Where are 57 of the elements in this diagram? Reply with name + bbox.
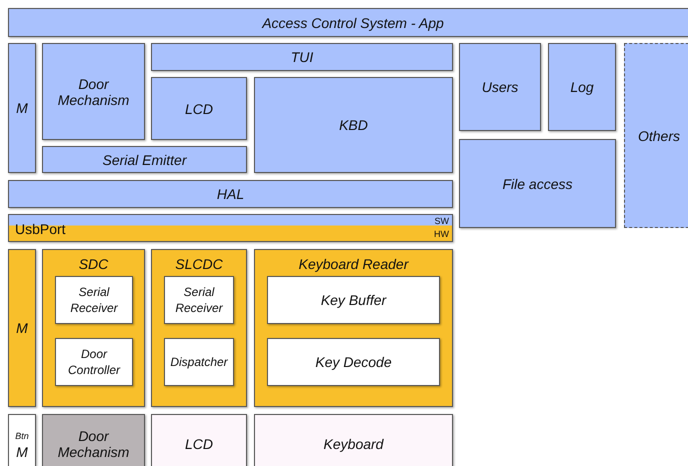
component-box <box>459 43 541 131</box>
component-box <box>254 77 453 173</box>
component-label: Door Mechanism <box>56 428 130 460</box>
button-tag: Btn <box>15 428 29 444</box>
component-box <box>151 77 247 140</box>
component-box <box>254 414 453 466</box>
component-box <box>548 43 616 131</box>
component-label: HAL <box>216 186 244 202</box>
component-group-box <box>151 249 247 407</box>
component-box <box>151 43 453 71</box>
component-label: File access <box>502 176 573 192</box>
component-label: Users <box>482 79 518 95</box>
component-label: SLCDC <box>175 256 223 272</box>
component-box <box>8 43 36 173</box>
component-box <box>42 414 145 466</box>
component-box <box>8 249 36 407</box>
component-box <box>42 43 145 140</box>
component-label: KBD <box>339 117 368 133</box>
component-label: Serial Emitter <box>102 152 187 168</box>
hardware-tag: HW <box>434 228 449 241</box>
component-box <box>8 414 36 466</box>
component-label: Keyboard Reader <box>298 256 408 272</box>
component-label: Access Control System - App <box>262 14 444 30</box>
component-label: Serial Receiver <box>69 284 119 316</box>
port-label: UsbPort <box>15 221 66 237</box>
component-label: M <box>16 320 28 336</box>
component-label: SDC <box>78 256 108 272</box>
component-label: LCD <box>184 436 213 452</box>
component-label: Door Controller <box>66 346 122 378</box>
component-label: Keyboard <box>324 436 384 452</box>
component-box <box>8 180 453 208</box>
software-tag: SW <box>434 215 449 228</box>
component-label: Key Buffer <box>320 292 386 308</box>
component-box <box>459 139 616 228</box>
component-label: Door Mechanism <box>56 76 130 108</box>
component-label: TUI <box>290 49 314 65</box>
component-box <box>8 8 688 37</box>
component-box <box>164 276 234 324</box>
component-box <box>624 43 688 228</box>
component-group-box <box>254 249 453 407</box>
component-label: Others <box>638 128 680 144</box>
component-group-box <box>42 249 145 407</box>
component-label: Key Decode <box>315 354 392 370</box>
component-label: Serial Receiver <box>174 284 224 316</box>
component-label: Log <box>570 79 594 95</box>
component-box <box>55 338 133 386</box>
component-box <box>151 414 247 466</box>
component-label: M <box>16 100 28 116</box>
port-band <box>8 214 453 242</box>
component-box <box>267 338 440 386</box>
component-label: LCD <box>184 100 213 116</box>
component-label: M <box>16 444 28 460</box>
component-label: Dispatcher <box>170 354 228 370</box>
component-box <box>164 338 234 386</box>
component-box <box>267 276 440 324</box>
component-box <box>55 276 133 324</box>
component-box <box>42 146 247 173</box>
